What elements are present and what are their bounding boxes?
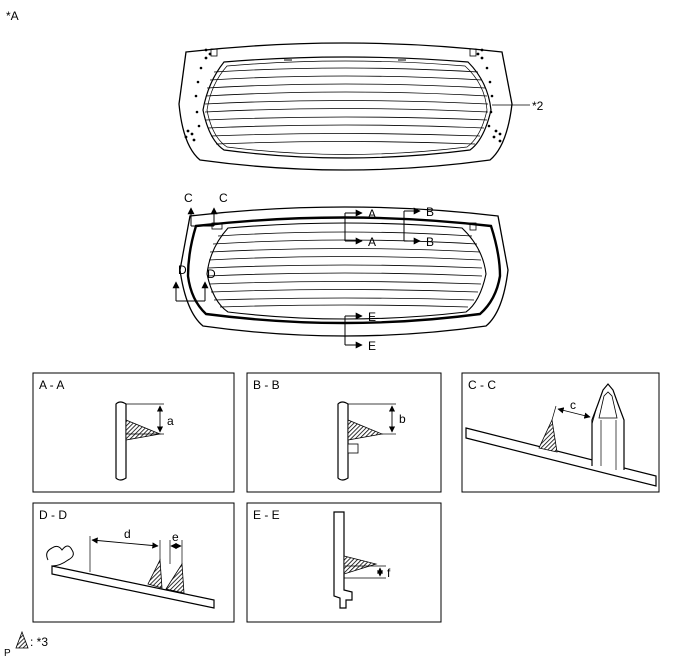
- figure-label: *A: [6, 9, 19, 23]
- detail-c-c-title: C - C: [468, 378, 496, 392]
- urethane-bead-path: [186, 216, 502, 325]
- marker-a-top: A: [368, 207, 376, 221]
- legend: : *3 P: [4, 630, 48, 659]
- adhesive-section-a: [125, 419, 162, 441]
- section-markers: [172, 207, 421, 349]
- middle-glass-view: [179, 206, 509, 337]
- dim-f: f: [387, 566, 391, 580]
- detail-e-e-title: E - E: [253, 508, 280, 522]
- dim-c: c: [570, 398, 576, 412]
- section-letters: A A B B C C D D E E: [178, 191, 434, 353]
- detail-b-b-title: B - B: [253, 378, 280, 392]
- marker-a-bottom: A: [368, 235, 376, 249]
- detail-c-c: C - C c: [461, 372, 660, 493]
- corner-code: P: [4, 648, 11, 659]
- marker-e-top: E: [368, 310, 376, 324]
- dim-e: e: [172, 530, 179, 544]
- legend-text: : *3: [30, 635, 48, 649]
- marker-e-bottom: E: [368, 339, 376, 353]
- detail-d-d: D - D d e: [32, 502, 235, 623]
- top-bracket-left: [210, 48, 218, 57]
- clip-c: [591, 383, 625, 470]
- spacer-dots: [184, 48, 502, 143]
- marker-d-left: D: [178, 263, 187, 277]
- marker-b-top: B: [426, 205, 434, 219]
- middle-glass-outline: [179, 206, 509, 337]
- marker-c-right: C: [219, 191, 228, 205]
- top-glass-outline: [178, 42, 513, 171]
- top-glass-view: [178, 42, 530, 171]
- adhesive-triangle-icon: [15, 630, 29, 649]
- detail-e-e: E - E f: [246, 502, 442, 623]
- middle-heater-lines: [207, 231, 483, 308]
- detail-b-b: B - B b: [246, 372, 442, 493]
- adhesive-section-c: [538, 418, 558, 453]
- marker-c-left: C: [184, 191, 193, 205]
- detail-a-a: A - A a: [32, 372, 235, 493]
- dim-a: a: [167, 414, 174, 428]
- adhesive-section-d2: [165, 562, 185, 594]
- dim-b: b: [399, 412, 406, 426]
- adhesive-section-e: [343, 555, 378, 575]
- dim-d: d: [124, 527, 131, 541]
- adhesive-section-b: [347, 419, 384, 441]
- middle-glass-window: [206, 222, 487, 320]
- marker-d-right: D: [207, 267, 216, 281]
- adhesive-section-d1: [147, 558, 163, 589]
- marker-b-bottom: B: [426, 235, 434, 249]
- callout-2: *2: [532, 99, 544, 113]
- detail-d-d-title: D - D: [39, 508, 67, 522]
- top-glass-window: [202, 56, 492, 159]
- top-bracket-right: [469, 48, 477, 57]
- top-heater-lines: [204, 67, 489, 145]
- detail-a-a-title: A - A: [39, 378, 64, 392]
